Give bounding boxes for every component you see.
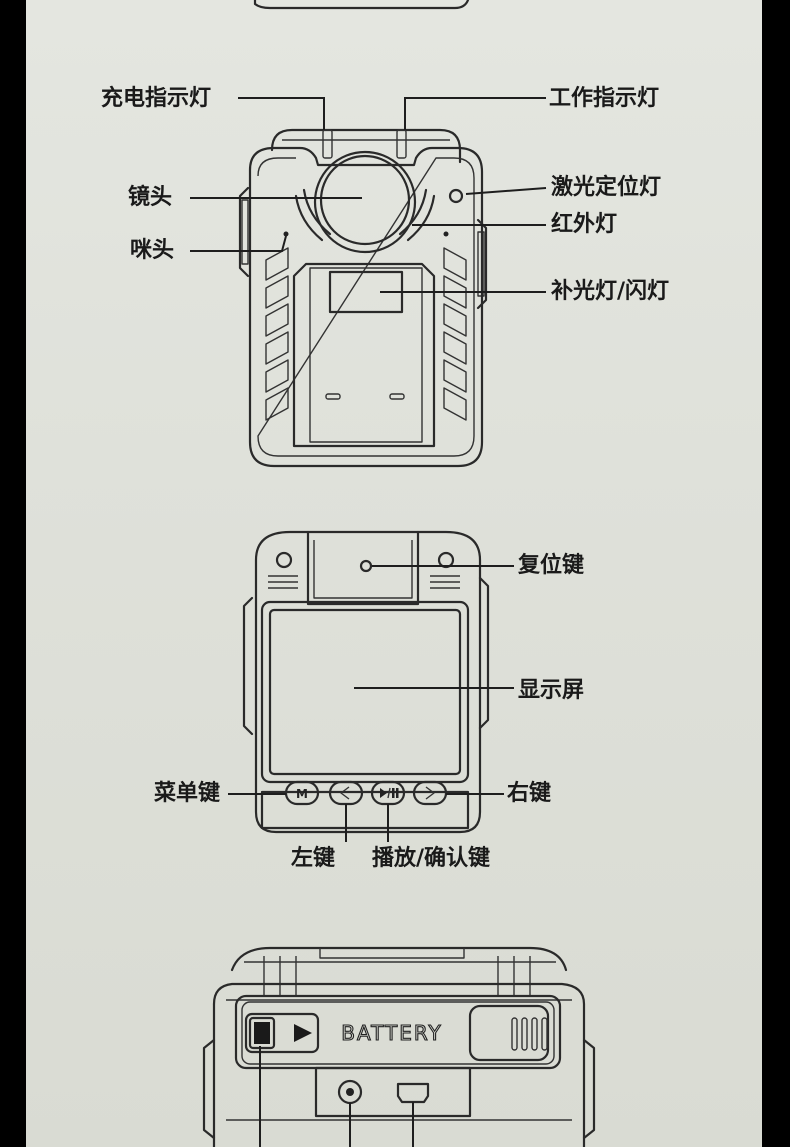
label-left-key: 左键 xyxy=(291,846,336,871)
previous-view-fragment xyxy=(253,0,470,10)
label-microphone: 咪头 xyxy=(130,238,175,263)
label-display: 显示屏 xyxy=(518,678,585,703)
bottom-view-device: BATTERY xyxy=(202,946,596,1147)
front-view-device xyxy=(238,128,488,468)
label-play-confirm-key: 播放/确认键 xyxy=(372,846,491,871)
manual-page xyxy=(26,0,762,1147)
label-charge-indicator: 充电指示灯 xyxy=(101,86,212,111)
battery-embossed-text: BATTERY xyxy=(341,1021,442,1045)
label-work-indicator: 工作指示灯 xyxy=(549,86,660,111)
label-right-key: 右键 xyxy=(507,781,552,806)
label-laser-locator: 激光定位灯 xyxy=(551,175,662,200)
label-fill-flash: 补光灯/闪灯 xyxy=(551,279,670,304)
menu-button-glyph: M xyxy=(296,787,308,801)
bottom-view-leaders xyxy=(259,1046,414,1147)
back-view-leaders xyxy=(228,565,514,842)
label-infrared: 红外灯 xyxy=(551,212,618,237)
label-lens: 镜头 xyxy=(128,185,173,210)
front-view-leaders xyxy=(190,97,547,293)
back-view-device: M xyxy=(242,530,490,834)
label-reset-key: 复位键 xyxy=(518,553,585,578)
label-menu-key: 菜单键 xyxy=(154,781,221,806)
